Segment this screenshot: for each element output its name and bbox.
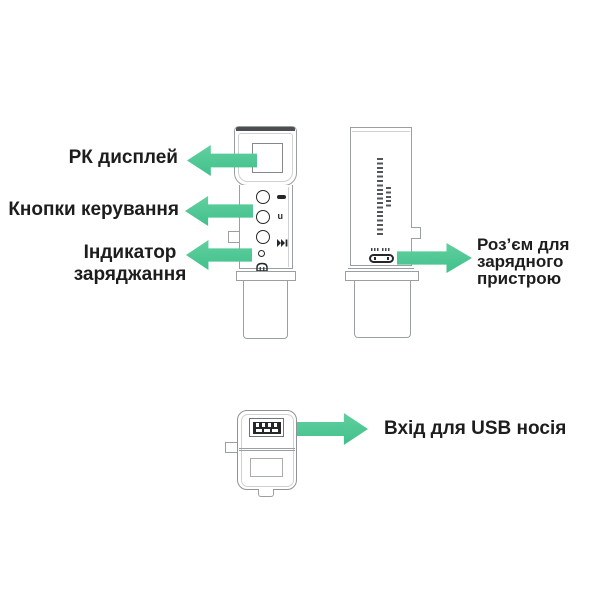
usb-label: Вхід для USB носія (384, 418, 567, 439)
usb-slot-mark-1 (261, 428, 264, 432)
bar-icon (277, 194, 286, 199)
charge-plug-icon (255, 259, 269, 277)
controls-label: Кнопки керування (8, 199, 179, 220)
port-pin-left (374, 257, 376, 260)
usb-arrow (297, 413, 368, 445)
side-bottom-line (348, 268, 414, 269)
usb-slot-mark-2 (269, 428, 272, 432)
button-2 (255, 210, 270, 224)
lcd-label: РК дисплей (68, 147, 178, 168)
port-pin-right (387, 257, 389, 260)
button-1 (256, 189, 270, 204)
port-print-right (381, 247, 391, 251)
spec-print-line-1 (377, 158, 383, 235)
front-body-inner-line (288, 187, 289, 267)
indicator-label-line1: Індикатор (83, 242, 177, 263)
charger-label-line2: зарядного (477, 252, 564, 271)
usb-view-left-tab (225, 442, 237, 453)
usb-pin-2 (261, 423, 265, 427)
button-3 (255, 230, 270, 244)
spec-print-line-2 (386, 187, 391, 208)
usb-pin-4 (273, 423, 277, 427)
indicator-label-line2: заряджання (73, 264, 187, 285)
next-track-icon (276, 234, 288, 252)
usb-view-divider (239, 448, 295, 451)
front-base (236, 271, 296, 281)
led-dot-icon (258, 250, 265, 257)
usb-slot (255, 428, 278, 432)
usb-view-recess (250, 458, 283, 477)
side-top-inner-line (352, 131, 410, 132)
front-neck (243, 281, 288, 339)
micro-usb-port-icon (369, 254, 394, 263)
side-neck (354, 281, 411, 338)
charger-label-line1: Роз’єм для (477, 235, 570, 254)
usb-view-bottom-tab (258, 489, 274, 497)
charger-label-line3: пристрою (477, 269, 562, 288)
front-left-tab (228, 231, 239, 243)
usb-pin-1 (255, 423, 259, 427)
power-u-icon: u (277, 211, 284, 221)
port-print-left (371, 247, 379, 251)
usb-pin-3 (267, 423, 271, 427)
side-right-tab (411, 227, 421, 239)
side-base (345, 271, 419, 281)
front-head-top-edge (236, 127, 295, 131)
